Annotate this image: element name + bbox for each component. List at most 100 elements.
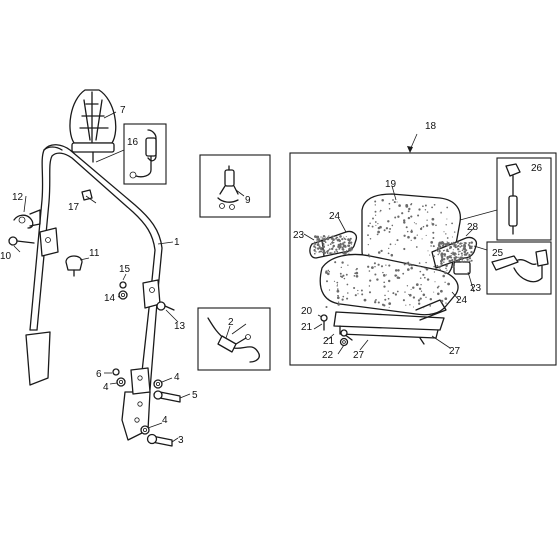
label-13: 13 [174,321,186,332]
texture-speck [459,242,462,245]
texture-speck [346,283,349,286]
texture-speck [431,217,435,221]
texture-speck [353,286,356,290]
texture-speck [463,253,467,256]
texture-speck [431,206,434,209]
texture-speck [323,245,325,248]
inset-box-16 [95,123,167,185]
texture-speck [451,243,453,246]
texture-speck [415,223,417,225]
texture-speck [381,198,384,202]
texture-speck [422,273,425,276]
texture-speck [377,230,380,234]
texture-speck [449,262,451,264]
texture-speck [452,252,455,256]
texture-speck [467,243,470,246]
texture-speck [369,222,371,225]
texture-speck [416,234,418,236]
texture-speck [405,304,407,306]
texture-speck [387,252,390,255]
texture-speck [398,204,401,207]
texture-speck [445,302,447,304]
texture-speck [419,270,422,273]
texture-speck [436,250,439,252]
texture-speck [392,292,395,295]
texture-speck [333,252,335,255]
texture-speck [452,249,454,251]
texture-speck [367,224,370,227]
texture-speck [403,263,406,266]
texture-speck [408,293,412,297]
texture-speck [371,225,374,228]
texture-speck [435,224,437,227]
label-24a: 24 [329,211,341,222]
texture-speck [343,252,347,256]
texture-speck [457,256,459,259]
texture-speck [315,251,317,253]
texture-speck [410,239,412,241]
texture-speck [342,252,345,254]
texture-speck [454,245,456,248]
texture-speck [327,297,329,299]
texture-speck [423,307,425,309]
texture-speck [335,237,338,240]
texture-speck [440,253,444,256]
texture-speck [343,237,346,240]
texture-speck [443,257,446,261]
texture-speck [420,283,422,286]
texture-speck [441,256,444,259]
texture-speck [457,248,460,251]
texture-speck [468,257,472,260]
texture-speck [348,244,351,247]
label-21b: 21 [323,336,335,347]
texture-speck [320,246,322,249]
texture-speck [374,221,377,223]
texture-speck [393,201,396,204]
texture-speck [388,202,391,205]
label-16: 16 [127,137,139,148]
label-4a: 4 [103,382,109,393]
texture-speck [374,273,377,276]
label-7: 7 [120,105,126,116]
texture-speck [357,289,359,292]
texture-speck [455,244,457,246]
texture-speck [332,244,336,248]
texture-speck [387,297,390,300]
texture-speck [342,249,345,251]
texture-speck [383,285,386,288]
texture-speck [454,254,456,257]
texture-speck [456,241,459,244]
inset-box-26 [459,157,552,241]
texture-speck [342,274,345,277]
texture-speck [331,242,334,244]
texture-speck [371,266,374,269]
texture-speck [340,275,342,278]
label-23a: 23 [293,230,305,241]
texture-speck [413,306,414,308]
part-labels: 7 16 9 1 12 17 10 11 15 14 13 2 6 4 4 5 … [0,105,543,446]
texture-speck [385,274,388,276]
texture-speck [447,273,449,275]
texture-speck [339,242,342,245]
texture-speck [442,274,445,278]
texture-speck [374,200,377,203]
texture-speck [440,289,443,293]
texture-speck [419,277,422,279]
texture-speck [394,243,396,245]
label-4c: 4 [162,415,168,426]
texture-speck [439,269,441,271]
texture-speck [332,238,335,241]
texture-speck [388,264,391,267]
texture-speck [348,252,350,254]
texture-speck [361,293,364,296]
texture-speck [461,260,464,263]
texture-speck [377,251,381,254]
texture-speck [468,241,471,245]
texture-speck [323,251,326,255]
texture-speck [394,293,398,296]
texture-speck [446,249,449,253]
texture-speck [429,297,433,301]
texture-speck [345,238,347,240]
texture-speck [315,235,319,239]
texture-speck [320,241,322,243]
